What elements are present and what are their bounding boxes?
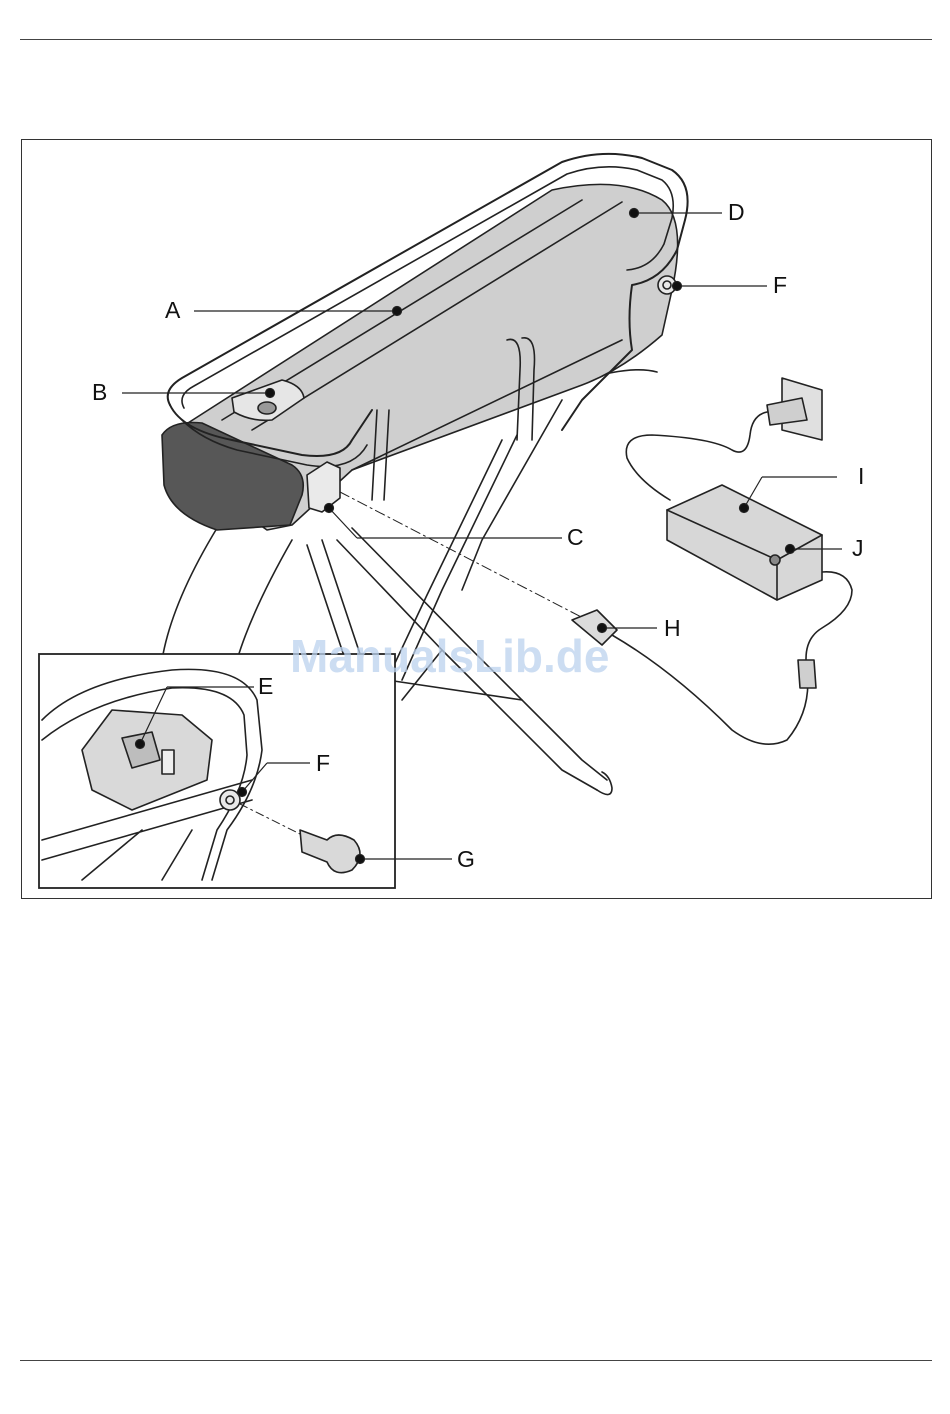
- top-rule: [20, 39, 932, 40]
- cable-ferrite: [798, 660, 816, 688]
- label-h: H: [664, 615, 681, 641]
- label-g: G: [457, 846, 475, 872]
- battery-diagram-frame: A B C D F I J H E F G ManualsLib.de: [21, 139, 932, 899]
- charge-button: [258, 402, 276, 414]
- plug-guide-line: [340, 492, 587, 620]
- charger-unit: [667, 485, 822, 600]
- label-e: E: [258, 673, 273, 699]
- watermark: ManualsLib.de: [290, 630, 609, 682]
- charger-led: [770, 555, 780, 565]
- label-j: J: [852, 535, 864, 561]
- wheel-arc-2: [237, 540, 292, 660]
- inset-contact: [162, 750, 174, 774]
- label-a: A: [165, 297, 181, 323]
- bottom-rule: [20, 1360, 932, 1361]
- label-i: I: [858, 463, 864, 489]
- label-f-inset: F: [316, 750, 330, 776]
- charger-output-cable: [612, 572, 852, 744]
- mains-cable: [626, 412, 767, 500]
- battery-diagram: A B C D F I J H E F G ManualsLib.de: [22, 140, 933, 900]
- label-c: C: [567, 524, 584, 550]
- wheel-arc: [162, 520, 222, 660]
- label-b: B: [92, 379, 107, 405]
- label-f: F: [773, 272, 787, 298]
- mains-plug: [767, 398, 807, 425]
- label-d: D: [728, 199, 745, 225]
